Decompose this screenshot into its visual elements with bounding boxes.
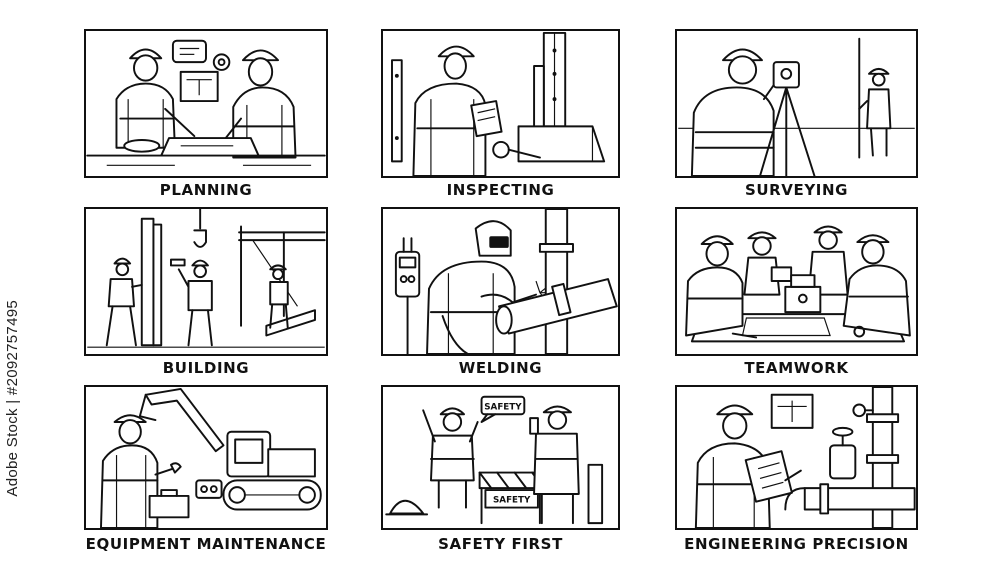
- inspecting-illustration: [391, 31, 606, 176]
- building-illustration: [87, 209, 326, 348]
- teamwork-panel: [675, 207, 918, 356]
- safety-speech-text: SAFETY: [484, 402, 522, 412]
- planning-panel: [84, 29, 328, 178]
- safety-first-panel: SAFETY SAFETY: [381, 385, 620, 530]
- panel-caption: SURVEYING: [744, 181, 849, 199]
- panel-caption: EQUIPMENT MAINTENANCE: [85, 535, 327, 553]
- welding-illustration: [394, 209, 618, 354]
- engineering-precision-panel: [675, 385, 918, 530]
- safety-first-illustration: SAFETY SAFETY: [385, 395, 604, 525]
- equipment-maintenance-illustration: [100, 387, 322, 528]
- panel-caption: SAFETY FIRST: [438, 535, 563, 553]
- teamwork-illustration: [685, 225, 911, 343]
- barrier-sign-text: SAFETY: [493, 496, 531, 506]
- welding-panel: [381, 207, 620, 356]
- panel-caption: PLANNING: [159, 181, 253, 199]
- panel-caption: WELDING: [458, 359, 543, 377]
- equipment-maintenance-panel: [84, 385, 328, 530]
- panel-caption: TEAMWORK: [744, 359, 849, 377]
- panel-caption: INSPECTING: [446, 181, 555, 199]
- inspecting-panel: [381, 29, 620, 178]
- panel-caption: BUILDING: [162, 359, 250, 377]
- surveying-illustration: [678, 37, 915, 176]
- stock-id-watermark: Adobe Stock | #2092757495: [4, 300, 21, 497]
- panel-caption: ENGINEERING PRECISION: [684, 535, 909, 553]
- building-panel: [84, 207, 328, 356]
- planning-illustration: [86, 39, 326, 166]
- engineering-precision-illustration: [694, 387, 916, 528]
- surveying-panel: [675, 29, 918, 178]
